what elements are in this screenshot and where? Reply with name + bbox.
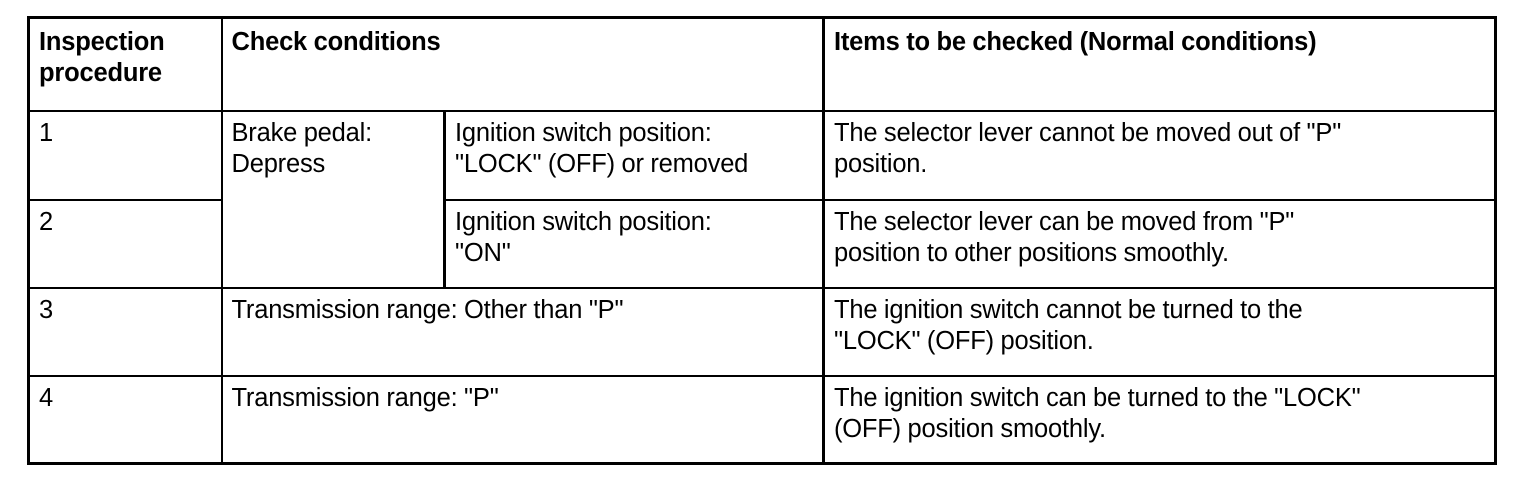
row-3-condition-value: Transmission range: Other than "P" <box>231 295 624 324</box>
row-3-procedure-value: 3 <box>39 295 53 324</box>
row-2-items-line1: The selector lever can be moved from "P" <box>834 207 1295 236</box>
row-4-condition-value: Transmission range: "P" <box>231 383 499 412</box>
row-4-procedure-number: 4 <box>27 375 223 465</box>
row-2-items-checked: The selector lever can be moved from "P"… <box>823 199 1497 289</box>
row-1-condition-a-line2: Depress <box>231 149 326 178</box>
row-4-items-checked: The ignition switch can be turned to the… <box>823 375 1497 465</box>
table-row: 2 Ignition switch position: "ON" The sel… <box>27 199 1497 289</box>
row-4-procedure-value: 4 <box>39 383 53 412</box>
row-2-procedure-number: 2 <box>27 199 223 289</box>
row-4-items-line1: The ignition switch can be turned to the… <box>834 383 1361 412</box>
table-row: 1 Brake pedal: Depress Ignition switch p… <box>27 110 1497 289</box>
row-4-items-line2: (OFF) position smoothly. <box>834 414 1106 443</box>
row-2-condition-b-line1: Ignition switch position: <box>455 207 712 236</box>
row-1-items-checked: The selector lever cannot be moved out o… <box>823 110 1497 201</box>
header-items-to-be-checked-label: Items to be checked (Normal conditions) <box>834 28 1317 56</box>
row-2-items-line2: position to other positions smoothly. <box>834 238 1229 267</box>
row-3-items-line2: "LOCK" (OFF) position. <box>834 326 1094 355</box>
row-3-procedure-number: 3 <box>27 287 223 377</box>
row-2-procedure-value: 2 <box>39 207 53 236</box>
row-3-items-checked: The ignition switch cannot be turned to … <box>823 287 1497 377</box>
inspection-procedure-table: Inspection procedure Check conditions It… <box>27 16 1497 465</box>
header-items-to-be-checked: Items to be checked (Normal conditions) <box>823 16 1497 112</box>
header-inspection-procedure: Inspection procedure <box>27 16 223 112</box>
row-1-items-line2: position. <box>834 149 928 178</box>
row-3-items-line1: The ignition switch cannot be turned to … <box>834 295 1303 324</box>
table-header-row: Inspection procedure Check conditions It… <box>27 16 1497 112</box>
row-1-condition-ignition-switch: Ignition switch position: "LOCK" (OFF) o… <box>443 110 825 201</box>
table-row: 4 Transmission range: "P" The ignition s… <box>27 375 1497 465</box>
row-1-2-condition-brake-pedal: Brake pedal: Depress <box>221 110 446 289</box>
row-2-condition-b-line2: "ON" <box>455 238 511 267</box>
header-check-conditions-label: Check conditions <box>231 28 441 56</box>
row-1-condition-b-line1: Ignition switch position: <box>455 118 712 147</box>
row-1-items-line1: The selector lever cannot be moved out o… <box>834 118 1342 147</box>
header-inspection-procedure-line2: procedure <box>39 59 162 88</box>
row-1-procedure-value: 1 <box>39 118 53 147</box>
row-1-condition-a-line1: Brake pedal: <box>231 118 373 147</box>
row-3-condition-transmission-range: Transmission range: Other than "P" <box>221 287 825 377</box>
table-row: 3 Transmission range: Other than "P" The… <box>27 287 1497 377</box>
row-2-condition-ignition-switch: Ignition switch position: "ON" <box>443 199 825 289</box>
row-1-procedure-number: 1 <box>27 110 223 201</box>
row-1-condition-b-line2: "LOCK" (OFF) or removed <box>455 149 749 178</box>
row-4-condition-transmission-range: Transmission range: "P" <box>221 375 825 465</box>
header-check-conditions: Check conditions <box>221 16 825 112</box>
header-inspection-procedure-line1: Inspection <box>39 28 165 56</box>
